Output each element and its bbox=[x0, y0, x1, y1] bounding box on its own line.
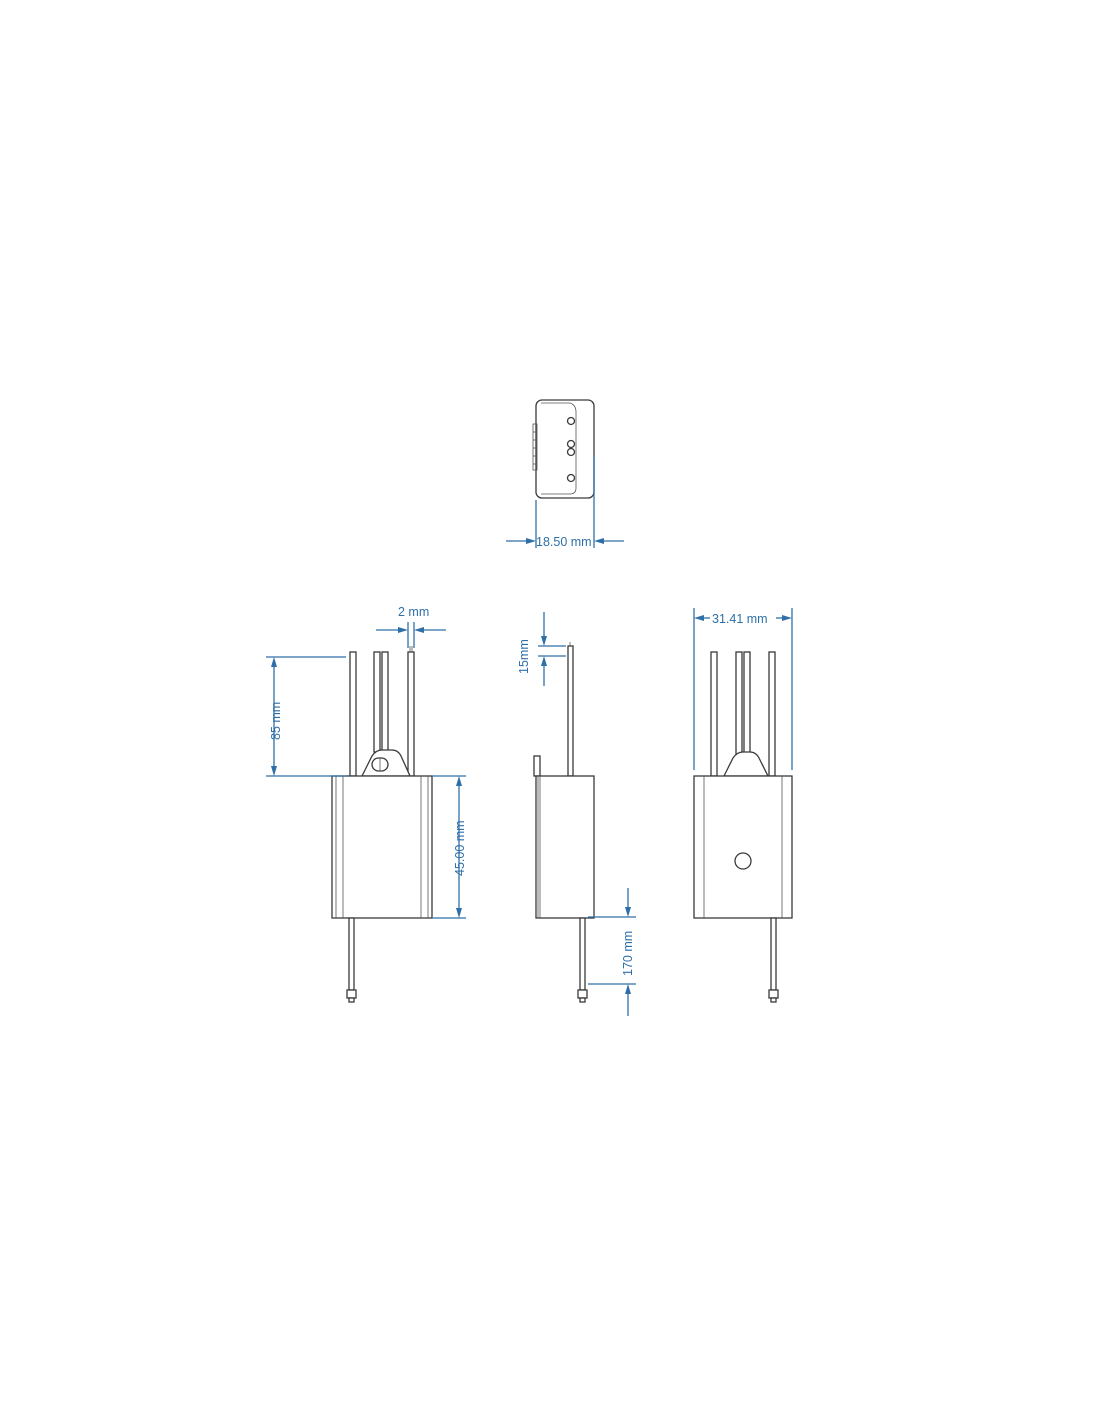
dim-body-height-label: 45.00 mm bbox=[453, 820, 467, 876]
left-wire-4 bbox=[407, 651, 415, 777]
front-wire-4 bbox=[768, 651, 776, 777]
dim-bottom-lead-label: 170 mm bbox=[621, 931, 635, 976]
left-wire-1 bbox=[349, 651, 357, 777]
dim-wire-gap-label: 2 mm bbox=[398, 605, 429, 619]
top-view-inner-frame bbox=[541, 402, 577, 495]
left-wire-2 bbox=[373, 651, 381, 753]
top-view-hole-4 bbox=[566, 473, 576, 483]
dim-lead-length-label: 85 mm bbox=[269, 702, 283, 740]
front-view bbox=[693, 651, 793, 1003]
front-lead-terminal bbox=[768, 989, 779, 999]
left-lead-terminal bbox=[346, 989, 357, 999]
left-wire-3 bbox=[381, 651, 389, 753]
dim-front-width-label: 31.41 mm bbox=[712, 612, 768, 626]
top-view-hole-1 bbox=[566, 416, 576, 426]
front-mount-tab bbox=[722, 751, 770, 777]
left-bottom-lead bbox=[348, 917, 355, 991]
top-view-hole-3 bbox=[566, 447, 576, 457]
dim-side-tip: 15mm bbox=[517, 612, 566, 686]
side-lead-terminal bbox=[577, 989, 588, 999]
top-view bbox=[532, 399, 595, 499]
side-bottom-lead bbox=[579, 917, 586, 991]
dim-wire-gap: 2 mm bbox=[376, 605, 446, 648]
front-bottom-lead bbox=[770, 917, 777, 991]
dim-front-width: 31.41 mm bbox=[693, 608, 793, 770]
side-view bbox=[533, 642, 595, 1003]
top-view-hole-2 bbox=[566, 439, 576, 449]
front-view-hole bbox=[734, 852, 752, 870]
side-wire bbox=[567, 645, 574, 777]
top-view-connector-strip bbox=[532, 423, 538, 471]
dim-side-tip-label: 15mm bbox=[517, 639, 531, 674]
left-view-body bbox=[331, 775, 433, 919]
dim-body-height: 45.00 mm bbox=[432, 775, 467, 919]
top-view-body bbox=[535, 399, 595, 499]
dim-bottom-lead: 170 mm bbox=[588, 888, 636, 1016]
left-view bbox=[331, 646, 433, 1003]
left-mount-tab bbox=[360, 749, 412, 777]
dim-top-width: 18.50 mm bbox=[506, 456, 624, 549]
side-tab bbox=[533, 755, 541, 777]
side-view-body bbox=[535, 775, 595, 919]
front-wire-1 bbox=[710, 651, 718, 777]
dim-lead-length: 85 mm bbox=[266, 656, 346, 777]
dim-top-width-label: 18.50 mm bbox=[536, 535, 592, 549]
front-view-body bbox=[693, 775, 793, 919]
